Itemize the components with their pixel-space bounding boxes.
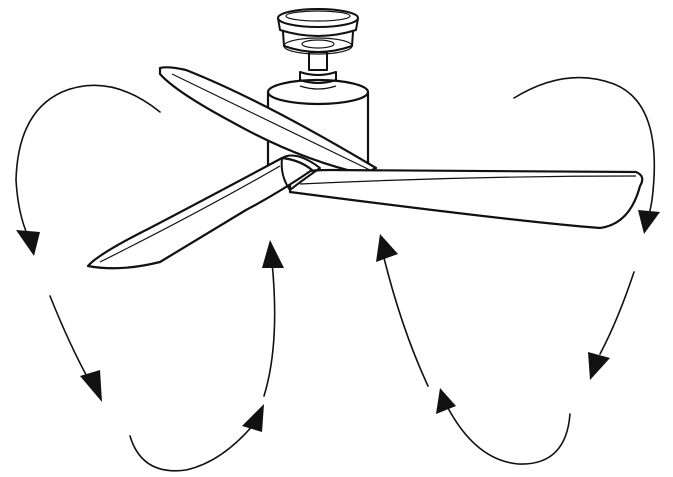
airflow-arrow-center-right-up [376, 234, 429, 387]
arrowhead-icon [16, 230, 40, 256]
ceiling-fan [86, 8, 644, 270]
fan-downrod [299, 51, 337, 84]
airflow-arrow-right-bottom [436, 388, 571, 465]
arrowhead-icon [242, 404, 264, 432]
airflow-arrow-left-down [49, 295, 102, 402]
airflow-arrow-right-down [588, 271, 635, 380]
arrowhead-icon [80, 370, 102, 402]
fan-canopy [277, 8, 359, 55]
airflow-arrow-left-loop [15, 84, 161, 256]
arrowhead-icon [376, 234, 398, 262]
arrowhead-icon [588, 352, 610, 380]
airflow-arrow-right-loop [513, 76, 660, 234]
airflow-arrow-center-left-up [262, 240, 284, 397]
airflow-arrow-left-bottom [129, 404, 264, 472]
arrowhead-icon [262, 240, 284, 268]
arrowhead-icon [436, 388, 456, 414]
airflow-arrows [15, 76, 660, 472]
fan-hub [280, 154, 321, 191]
arrowhead-icon [638, 210, 660, 234]
fan-blade-lower [86, 156, 314, 270]
fan-blade-right [288, 168, 644, 230]
